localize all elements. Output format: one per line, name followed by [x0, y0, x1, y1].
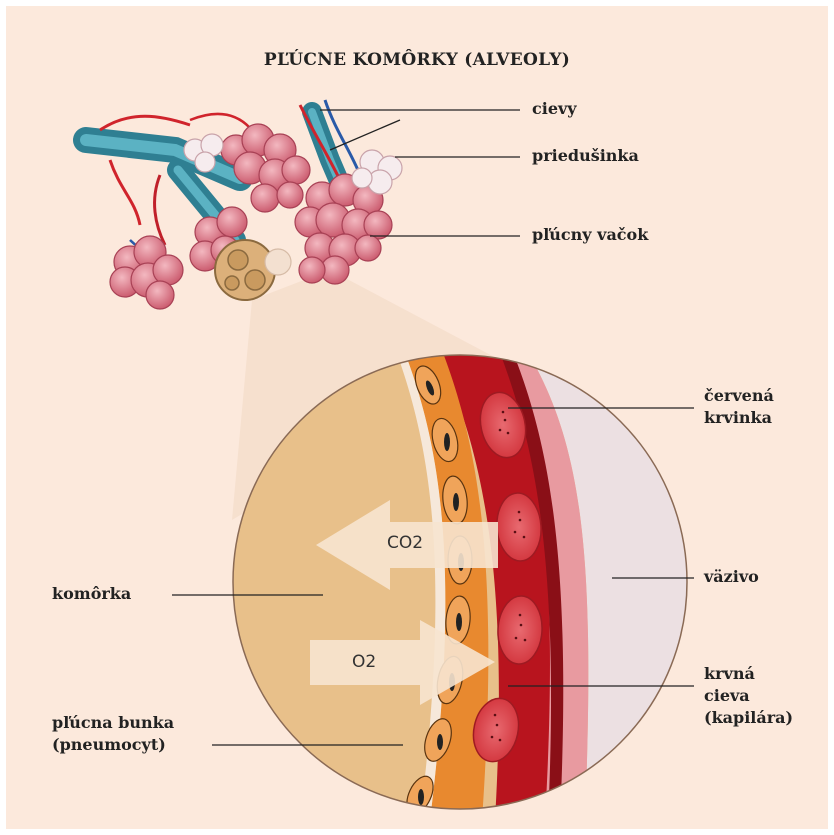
label-vazivo: väzivo: [704, 566, 759, 588]
diagram-title: PĽÚCNE KOMÔRKY (ALVEOLY): [0, 50, 834, 70]
label-priedusinka: priedušinka: [532, 145, 639, 167]
bronchial-tree: [86, 100, 402, 309]
label-cervena-krvinka: červená krvinka: [704, 385, 774, 429]
label-krvna-cieva: krvná cieva (kapilára): [704, 663, 793, 729]
label-plucna-bunka: pľúcna bunka (pneumocyt): [52, 712, 174, 756]
co2-label: CO2: [387, 533, 423, 553]
o2-label: O2: [352, 652, 376, 672]
label-plucny-vacok: pľúcny vačok: [532, 224, 648, 246]
label-komorka: komôrka: [52, 583, 131, 605]
label-cievy: cievy: [532, 98, 577, 120]
